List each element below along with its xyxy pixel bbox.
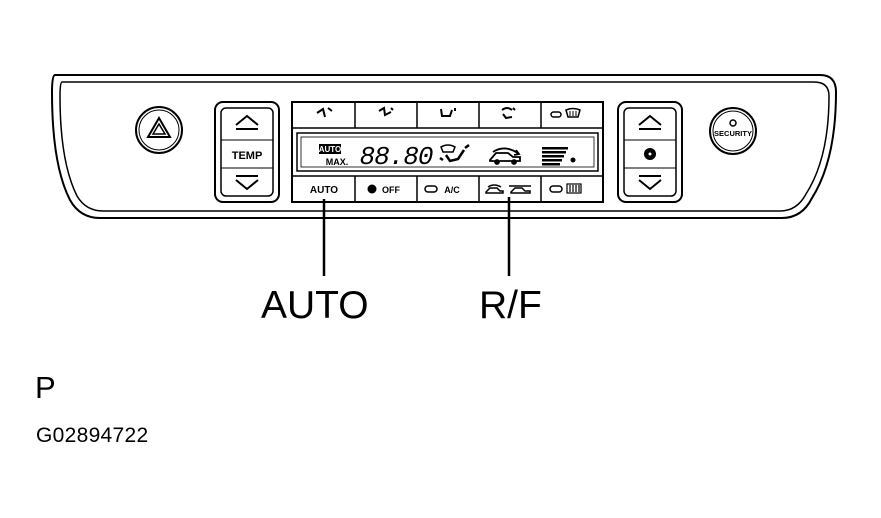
auto-callout: AUTO xyxy=(261,284,369,327)
chevron-up-icon xyxy=(638,114,662,126)
bi-level-vent-icon xyxy=(378,106,394,117)
fan-up-button[interactable] xyxy=(638,114,662,130)
display-auto-text: AUTO xyxy=(319,145,342,154)
temp-label: TEMP xyxy=(232,150,263,162)
recirculation-icon xyxy=(485,184,504,194)
foot-defrost-icon xyxy=(501,107,516,120)
front-defroster-icon xyxy=(550,107,581,118)
display-airflow-icon xyxy=(439,144,470,163)
fan-off-label: OFF xyxy=(382,185,400,195)
mode-front-defrost-button[interactable] xyxy=(542,103,602,127)
mode-face-button[interactable] xyxy=(293,103,354,127)
ac-button[interactable]: A/C xyxy=(418,177,478,201)
rf-callout: R/F xyxy=(479,284,542,327)
auto-button[interactable]: AUTO xyxy=(293,177,354,201)
display-temp-readout: 88.80 xyxy=(359,142,432,172)
fresh-air-icon xyxy=(509,185,531,194)
display-max-text: MAX. xyxy=(326,157,349,167)
rear-defroster-icon xyxy=(566,183,582,194)
mode-bi-level-button[interactable] xyxy=(356,103,416,127)
temp-rocker: TEMP xyxy=(214,101,280,203)
security-led-icon xyxy=(729,119,737,127)
display-recirculation-icon xyxy=(489,147,521,165)
chevron-up-icon xyxy=(235,114,259,126)
temp-down-button[interactable] xyxy=(235,175,259,191)
hazard-button[interactable] xyxy=(135,106,183,154)
panel-bezel-inner xyxy=(59,81,830,212)
ac-label: A/C xyxy=(444,185,460,195)
mode-foot-button[interactable] xyxy=(418,103,478,127)
fan-icon xyxy=(367,184,377,194)
auto-button-label: AUTO xyxy=(310,185,338,196)
lcd-display: AUTO MAX. 88.80 xyxy=(296,132,599,172)
chevron-down-icon xyxy=(638,179,662,191)
rear-defrost-button[interactable] xyxy=(542,177,602,201)
ac-indicator-icon xyxy=(424,185,438,193)
auto-indicator-box xyxy=(319,144,341,154)
fan-speed-rocker xyxy=(617,101,683,203)
fan-off-button[interactable]: OFF xyxy=(356,177,416,201)
center-control-block: AUTO MAX. 88.80 xyxy=(291,101,604,203)
fan-icon xyxy=(644,148,656,160)
recirc-fresh-button[interactable] xyxy=(480,177,540,201)
security-label: SECURITY xyxy=(714,129,752,138)
hazard-icon xyxy=(146,116,172,138)
security-button[interactable]: SECURITY xyxy=(709,107,757,155)
rear-defrost-indicator-icon xyxy=(549,185,563,193)
mode-foot-defrost-button[interactable] xyxy=(480,103,540,127)
temp-up-button[interactable] xyxy=(235,114,259,130)
fan-down-button[interactable] xyxy=(638,175,662,191)
figure-code: G02894722 xyxy=(36,424,149,447)
page-marker: P xyxy=(35,370,56,405)
face-vent-icon xyxy=(316,107,333,118)
chevron-down-icon xyxy=(235,179,259,191)
display-fan-bars xyxy=(542,147,576,166)
foot-vent-icon xyxy=(440,108,456,117)
display-defrost-icon xyxy=(440,144,456,153)
